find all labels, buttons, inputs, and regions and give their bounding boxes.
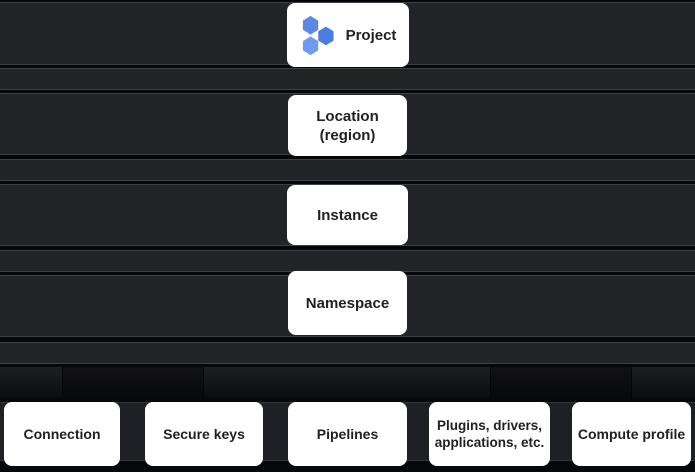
instance-label: Instance (317, 206, 378, 224)
connector-shadow-left (62, 367, 204, 398)
project-hexagons-icon (302, 15, 334, 55)
secure-keys-label: Secure keys (163, 426, 245, 442)
pipelines-label: Pipelines (316, 426, 379, 442)
connection-node: Connection (4, 402, 120, 466)
compute-profile-node: Compute profile (572, 402, 691, 466)
level-gap-band (0, 250, 695, 272)
namespace-label: Namespace (305, 294, 390, 312)
fade-strip (0, 367, 695, 398)
namespace-node: Namespace (288, 271, 407, 335)
compute-profile-label: Compute profile (577, 426, 686, 442)
secure-keys-node: Secure keys (145, 402, 263, 466)
project-node: Project (287, 3, 409, 67)
level-gap-band (0, 68, 695, 90)
instance-node: Instance (287, 185, 408, 245)
connector-shadow-right (490, 367, 632, 398)
plugins-label: Plugins, drivers, applications, etc. (434, 418, 545, 450)
project-label: Project (345, 26, 397, 44)
location-node: Location (region) (288, 95, 407, 156)
plugins-node: Plugins, drivers, applications, etc. (429, 402, 550, 466)
pipelines-node: Pipelines (288, 402, 407, 466)
location-label: Location (region) (316, 107, 379, 144)
connection-label: Connection (23, 426, 101, 442)
level-gap-band (0, 342, 695, 364)
level-gap-band (0, 159, 695, 181)
